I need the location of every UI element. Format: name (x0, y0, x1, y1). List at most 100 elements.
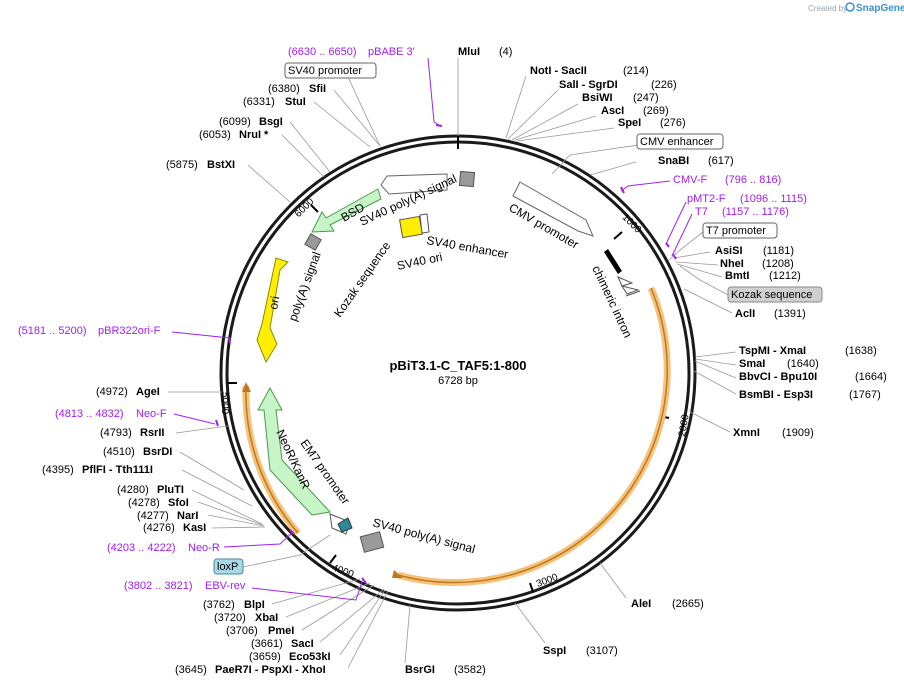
primer-mark-neof (215, 419, 219, 427)
plasmid-name: pBiT3.1-C_TAF5:1-800 (389, 358, 526, 373)
primer-cmvf-range: (796 .. 816) (725, 174, 781, 186)
tick-1000 (613, 231, 623, 240)
enzyme-sali: SalI - SgrDI (559, 79, 618, 91)
leader-noti (505, 75, 527, 139)
enzyme-alei-pos: (2665) (672, 598, 704, 610)
leader-stui (313, 101, 371, 148)
enzyme-blpi-pos: (3762) (203, 599, 235, 611)
enzyme-sfoi: SfoI (168, 497, 189, 509)
sv40-enhancer-block (419, 213, 430, 234)
leader-sspi (514, 602, 546, 644)
enzyme-saci: SacI (291, 638, 314, 650)
enzyme-spei-pos: (276) (660, 117, 686, 129)
tick-4000 (329, 554, 337, 564)
leader-bsmbi (693, 370, 737, 395)
neor-arrow (257, 386, 331, 516)
enzyme-bstxi: BstXI (207, 159, 235, 171)
leader-pluti (191, 489, 263, 525)
leader-kozak (679, 265, 729, 296)
primer-cmvf-name: CMV-F (673, 174, 708, 186)
leader-bstxi (247, 164, 291, 203)
leader-pmei (301, 584, 375, 631)
primer-mark-pbabe (435, 124, 443, 127)
enzyme-mlui-pos: (4) (499, 46, 512, 58)
enzyme-bsiwi-pos: (247) (633, 92, 659, 104)
kozak-label: Kozak sequence (731, 289, 812, 301)
primer-ebvrev-name: EBV-rev (205, 580, 246, 592)
leader-bsrgi (404, 604, 411, 664)
enzyme-bsiwi: BsiWI (582, 92, 613, 104)
loxp-box (213, 558, 244, 575)
label-sv40-polya-bottom: SV40 poly(A) signal (371, 515, 476, 556)
enzyme-alei: AleI (631, 598, 651, 610)
primer-mark-cmvf (620, 186, 625, 194)
small-line-1 (625, 290, 641, 297)
enzyme-tspmi-pos: (1638) (845, 345, 877, 357)
enzyme-smai: SmaI (739, 358, 765, 370)
t7-promoter-label: T7 promoter (706, 225, 766, 237)
leader-nari (207, 514, 265, 527)
enzyme-pluti-pos: (4280) (117, 484, 149, 496)
enzyme-bsrgi-pos: (3582) (454, 664, 486, 676)
small-arrow-2 (620, 285, 640, 295)
enzyme-acli: AclI (735, 308, 755, 320)
enzyme-stui: StuI (285, 96, 306, 108)
kozak-box (727, 286, 823, 303)
enzyme-snabi-pos: (617) (708, 155, 734, 167)
enzyme-pluti: PluTI (157, 484, 184, 496)
leader-sfoi (197, 501, 264, 526)
tick-label-4000: 4000 (330, 563, 355, 581)
grey-block-top (458, 170, 476, 188)
leader-xbai (285, 582, 371, 618)
label-kozak-inner: Kozak sequence (331, 239, 394, 320)
enzyme-xbai-pos: (3720) (214, 612, 246, 624)
enzyme-nhei: NheI (720, 258, 744, 270)
enzyme-noti-pos: (214) (623, 65, 649, 77)
enzyme-bsmbi: BsmBI - Esp3I (739, 389, 813, 401)
enzyme-bsrdi: BsrDI (143, 446, 172, 458)
tick-6000 (310, 204, 319, 213)
enzyme-sfii-pos: (6380) (268, 83, 300, 95)
cmv-promoter-arrow (512, 181, 594, 237)
leader-alei (599, 562, 627, 599)
leader-nrui (281, 134, 325, 178)
primer-line-neor (223, 531, 294, 548)
primer-t7-range: (1157 .. 1176) (722, 206, 789, 218)
sv40-promoter-box (284, 62, 377, 79)
leader-blpi (271, 578, 361, 605)
enzyme-mlui: MluI (458, 46, 480, 58)
label-polya-signal: poly(A) signal (286, 250, 324, 323)
primer-line-pbr322 (171, 331, 231, 339)
leader-rsrii (175, 425, 229, 434)
primer-neof-range: (4813 .. 4832) (55, 408, 124, 420)
label-ori: ori (266, 295, 282, 311)
primer-mark-t7 (672, 253, 677, 260)
enzyme-bbvci: BbvCI - Bpu10I (739, 371, 817, 383)
leader-smai (694, 358, 737, 366)
primer-neof-name: Neo-F (136, 408, 167, 420)
leader-kasi (211, 526, 266, 529)
enzyme-xmni: XmnI (733, 427, 760, 439)
leader-bsgi (289, 121, 331, 173)
leader-eco53ki (339, 589, 386, 656)
leader-sali (507, 89, 559, 140)
enzyme-smai-pos: (1640) (787, 358, 819, 370)
left-arrow-head (242, 382, 251, 392)
enzyme-kasi: KasI (183, 522, 206, 534)
primer-pmt2f-range: (1096 .. 1115) (740, 193, 807, 205)
enzyme-nrui: NruI * (239, 129, 269, 141)
enzyme-eco53ki-pos: (3659) (249, 651, 281, 663)
enzyme-bsgi: BsgI (259, 116, 283, 128)
enzyme-bsgi-pos: (6099) (219, 116, 251, 128)
primer-ebvrev-range: (3802 .. 3821) (124, 580, 193, 592)
primer-line-ebvrev (251, 581, 363, 601)
primer-pbr322-name: pBR322ori-F (98, 325, 161, 337)
leader-asisi (673, 251, 711, 259)
leader-t7-promoter (667, 231, 704, 262)
enzyme-rsrii: RsrII (140, 427, 164, 439)
enzyme-xhoi-pos: (3645) (175, 664, 207, 676)
primer-pmt2f-name: pMT2-F (687, 193, 726, 205)
enzyme-sfoi-pos: (4278) (128, 497, 160, 509)
enzyme-agei-pos: (4972) (96, 386, 128, 398)
enzyme-asisi-pos: (1181) (763, 245, 794, 257)
